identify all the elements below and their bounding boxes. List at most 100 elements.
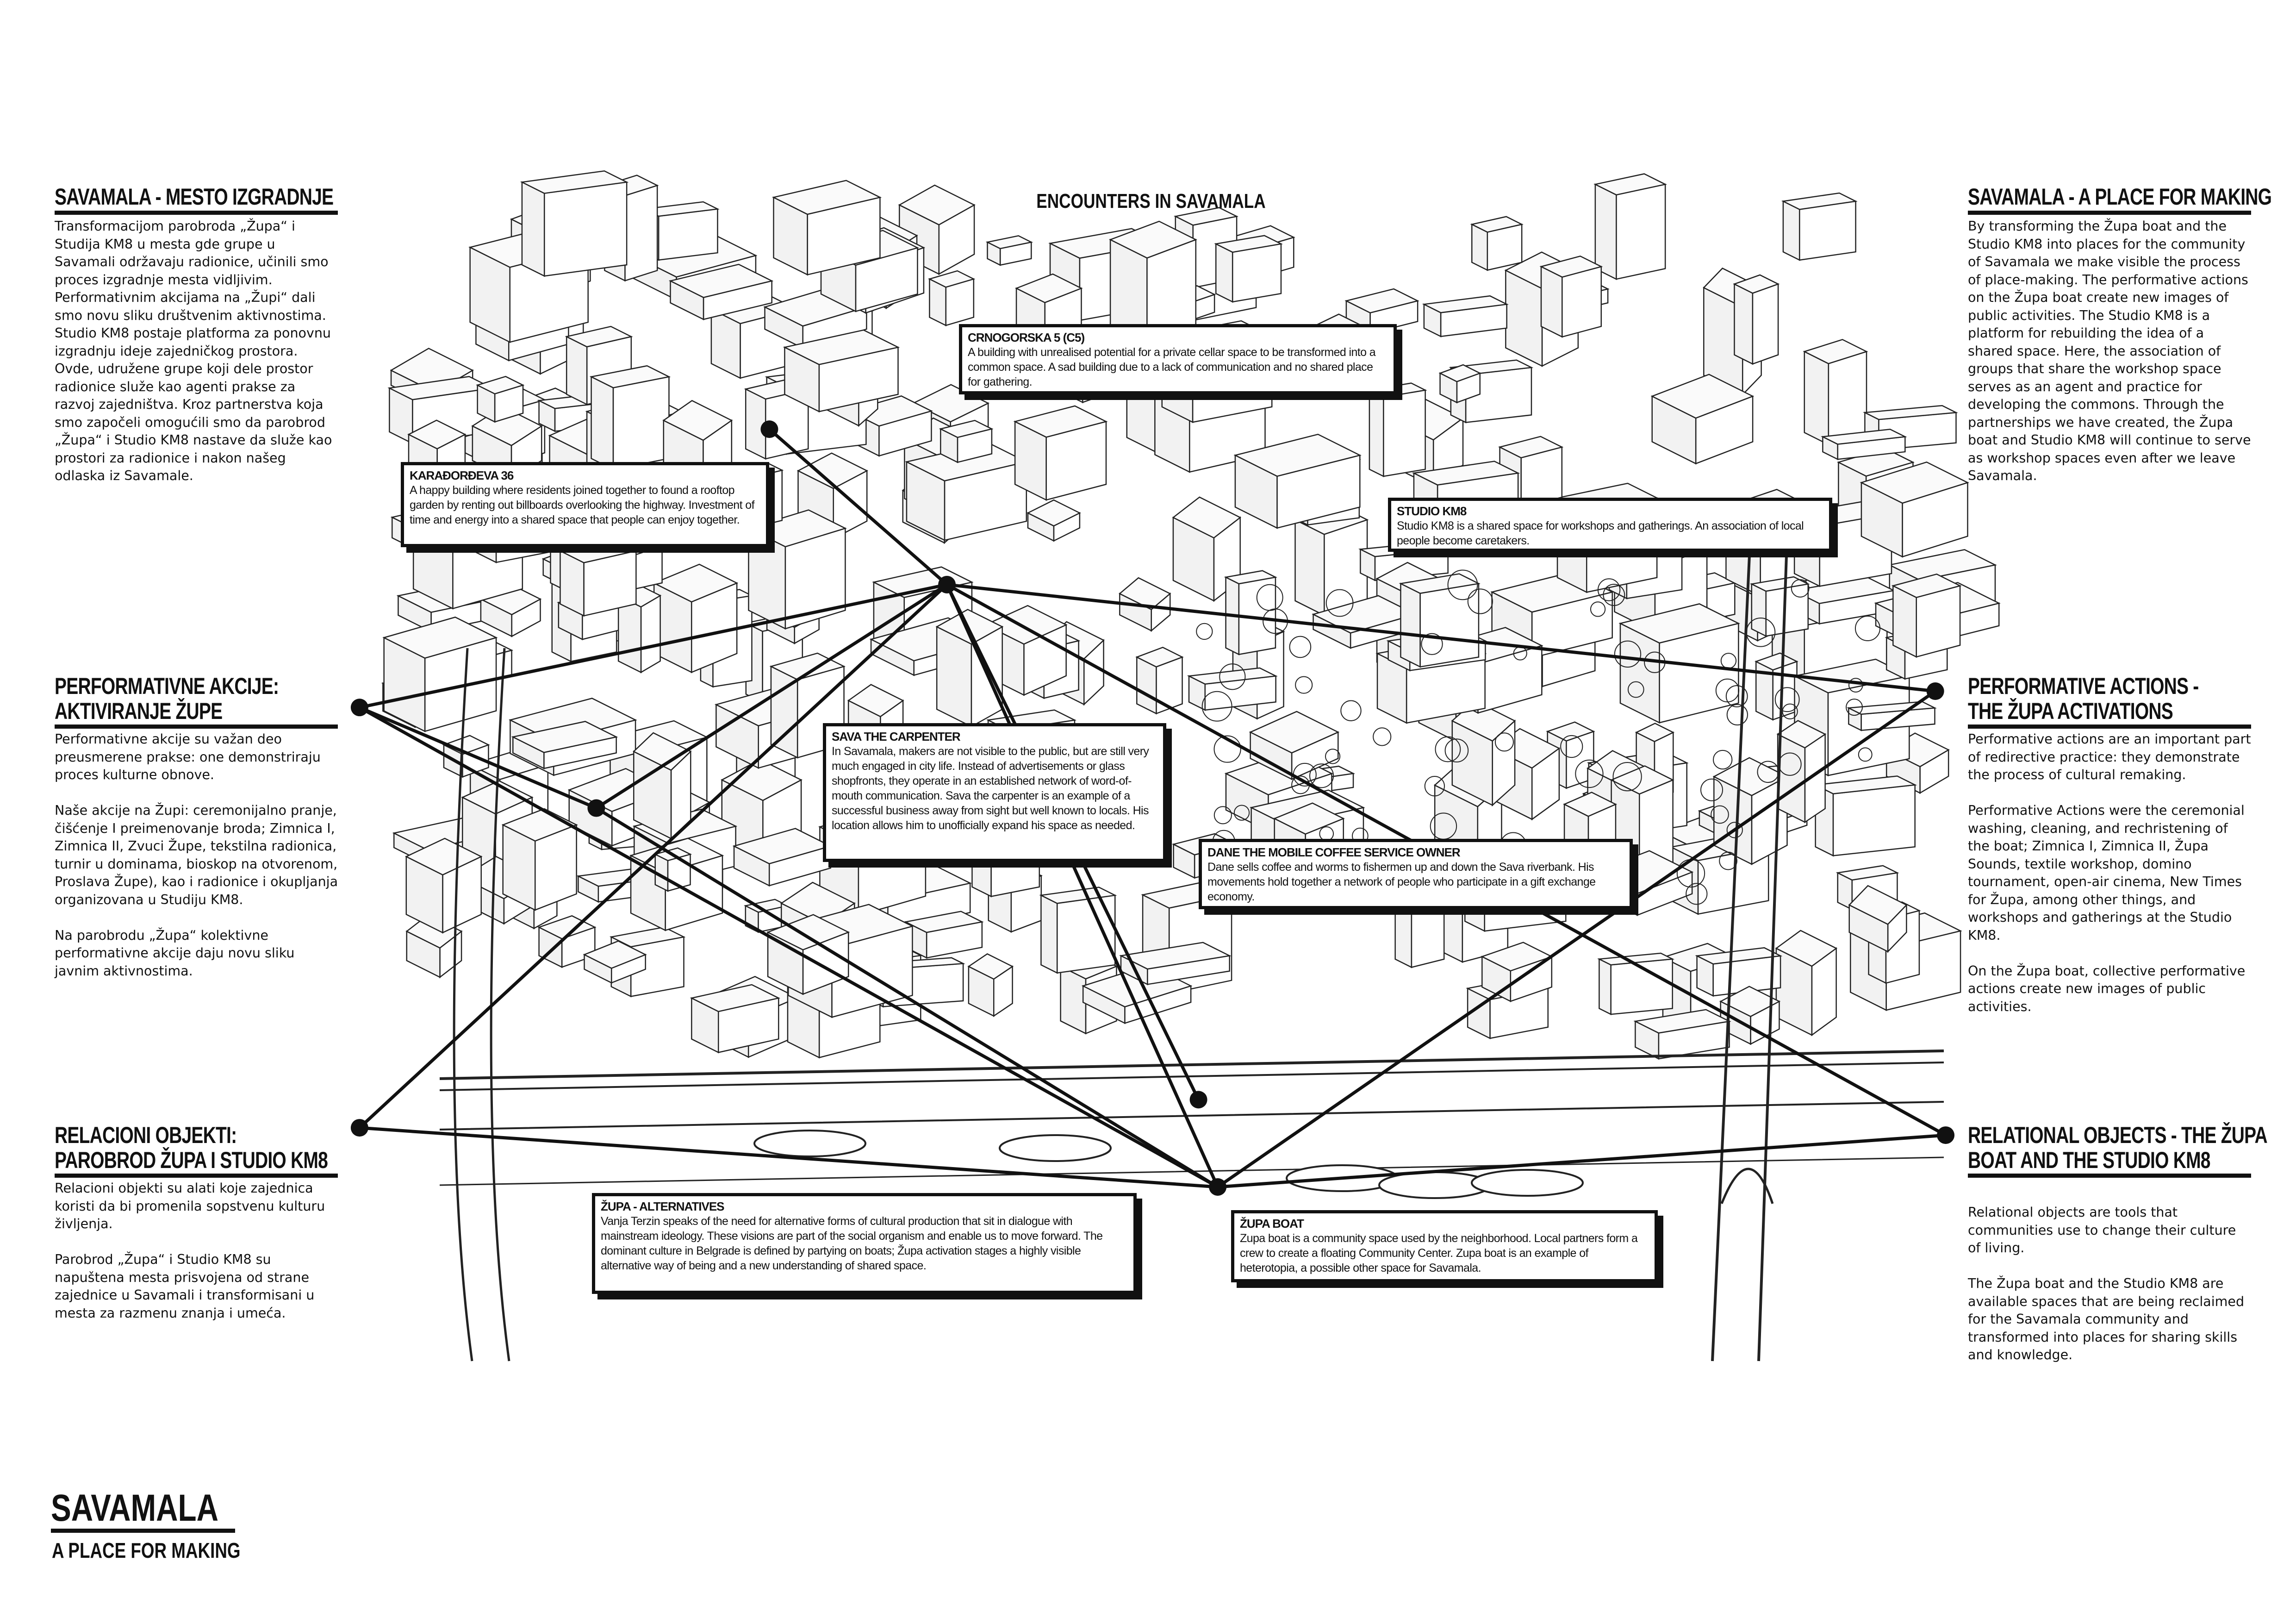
divider: [1968, 1174, 2251, 1178]
building: [1813, 775, 1917, 857]
heading-line: RELATIONAL OBJECTS - THE ŽUPA: [1968, 1122, 2268, 1148]
right-text-2: Performative actions are an important pa…: [1968, 731, 2252, 1016]
building: [1367, 382, 1427, 477]
callout-text: In Savamala, makers are not visible to t…: [832, 745, 1149, 832]
relation-node: [1926, 682, 1944, 700]
tree: [1612, 762, 1642, 792]
relation-node: [760, 420, 778, 438]
relation-node: [587, 799, 605, 817]
building: [766, 914, 850, 995]
building: [1108, 220, 1197, 345]
relation-line: [358, 583, 948, 1129]
tree: [1858, 747, 1873, 762]
building: [1733, 274, 1780, 365]
building: [476, 375, 525, 423]
divider: [55, 211, 338, 215]
building: [1650, 374, 1755, 465]
callout-title: SAVA THE CARPENTER: [832, 730, 961, 743]
tree: [1340, 700, 1362, 721]
building: [1187, 667, 1278, 711]
building: [1776, 720, 1827, 824]
left-heading-3: RELACIONI OBJEKTI: PAROBROD ŽUPA I STUDI…: [55, 1123, 328, 1173]
relation-line: [595, 806, 1219, 1188]
callout-text: Vanja Terzin speaks of the need for alte…: [601, 1215, 1103, 1272]
relation-node: [1209, 1178, 1227, 1196]
building: [732, 828, 833, 887]
building: [1775, 930, 1838, 1037]
paragraph: Transformacijom parobroda „Župa“ i Studi…: [55, 219, 332, 483]
tree: [1295, 676, 1313, 694]
building: [583, 940, 647, 984]
tree: [1467, 588, 1493, 614]
building: [668, 263, 774, 320]
tree: [1435, 736, 1461, 762]
heading-line: RELACIONI OBJEKTI:: [55, 1122, 237, 1148]
tree: [1711, 805, 1729, 824]
tree: [1447, 569, 1478, 600]
building: [404, 837, 483, 934]
building: [1481, 942, 1554, 1002]
building: [1422, 295, 1509, 337]
callout-studio-km8: STUDIO KM8 Studio KM8 is a shared space …: [1388, 498, 1832, 552]
divider: [55, 1174, 338, 1178]
railway: [439, 1049, 1944, 1080]
building: [1027, 499, 1081, 542]
relation-line: [1217, 690, 1936, 1188]
building: [1375, 638, 1487, 724]
callout-text: A happy building where residents joined …: [410, 484, 755, 526]
building: [1597, 952, 1675, 1016]
tree: [1774, 687, 1800, 712]
building: [1891, 573, 1962, 658]
relation-line: [359, 1126, 1218, 1189]
building: [382, 616, 498, 732]
map-title: ENCOUNTERS IN SAVAMALA: [1036, 190, 1266, 212]
building: [1399, 573, 1481, 668]
tree: [1726, 704, 1748, 726]
tree: [1854, 615, 1881, 641]
callout-sava-carpenter: SAVA THE CARPENTER In Savamala, makers a…: [823, 723, 1166, 862]
tree: [1597, 578, 1621, 601]
callout-karadjordjeva: KARAĐORĐEVA 36 A happy building where re…: [401, 462, 769, 547]
building: [1755, 652, 1798, 721]
relation-node: [350, 1119, 368, 1137]
relation-line: [359, 706, 1219, 1189]
relation-network: [350, 420, 1955, 1196]
callout-zupa-alternatives: ŽUPA - ALTERNATIVES Vanja Terzin speaks …: [592, 1193, 1137, 1294]
tree: [1289, 636, 1312, 658]
building: [939, 419, 994, 463]
tree: [1726, 822, 1743, 838]
left-heading-1: SAVAMALA - MESTO IZGRADNJE: [55, 184, 334, 210]
paragraph: Parobrod „Župa“ i Studio KM8 su napušten…: [55, 1252, 315, 1321]
building: [1695, 947, 1783, 997]
building: [1135, 647, 1184, 715]
building: [1860, 461, 1969, 558]
river-bank: [439, 1101, 1944, 1131]
boat: [999, 1134, 1112, 1162]
building: [898, 184, 976, 275]
divider: [1968, 211, 2251, 215]
relation-line: [946, 583, 1936, 693]
building: [1848, 885, 1908, 953]
building: [928, 270, 976, 327]
relation-line: [595, 583, 948, 810]
callout-dane-coffee: DANE THE MOBILE COFFEE SERVICE OWNER Dan…: [1199, 839, 1633, 909]
callout-title: DANE THE MOBILE COFFEE SERVICE OWNER: [1207, 845, 1461, 859]
tree: [1444, 738, 1469, 762]
heading-line: THE ŽUPA ACTIVATIONS: [1968, 698, 2173, 724]
callout-crnogorska: CRNOGORSKA 5 (C5) A building with unreal…: [959, 324, 1397, 394]
tree: [1791, 579, 1810, 598]
right-heading-1: SAVAMALA - A PLACE FOR MAKING: [1968, 184, 2272, 210]
callout-text: Studio KM8 is a shared space for worksho…: [1397, 519, 1804, 547]
building: [1224, 570, 1277, 656]
tree: [1782, 703, 1798, 719]
right-text-1: By transforming the Župa boat and the St…: [1968, 218, 2252, 485]
heading-line: PERFORMATIVNE AKCIJE:: [55, 673, 279, 699]
building: [1013, 405, 1108, 501]
footer-subtitle: A PLACE FOR MAKING: [52, 1538, 241, 1562]
tree: [1421, 633, 1443, 655]
tree: [1715, 678, 1740, 703]
relation-node: [938, 575, 956, 593]
building: [1451, 700, 1516, 807]
paragraph: Relacioni objekti su alati koje zajednic…: [55, 1181, 325, 1231]
paragraph: Naše akcije na Župi: ceremonijalno pranj…: [55, 803, 338, 907]
